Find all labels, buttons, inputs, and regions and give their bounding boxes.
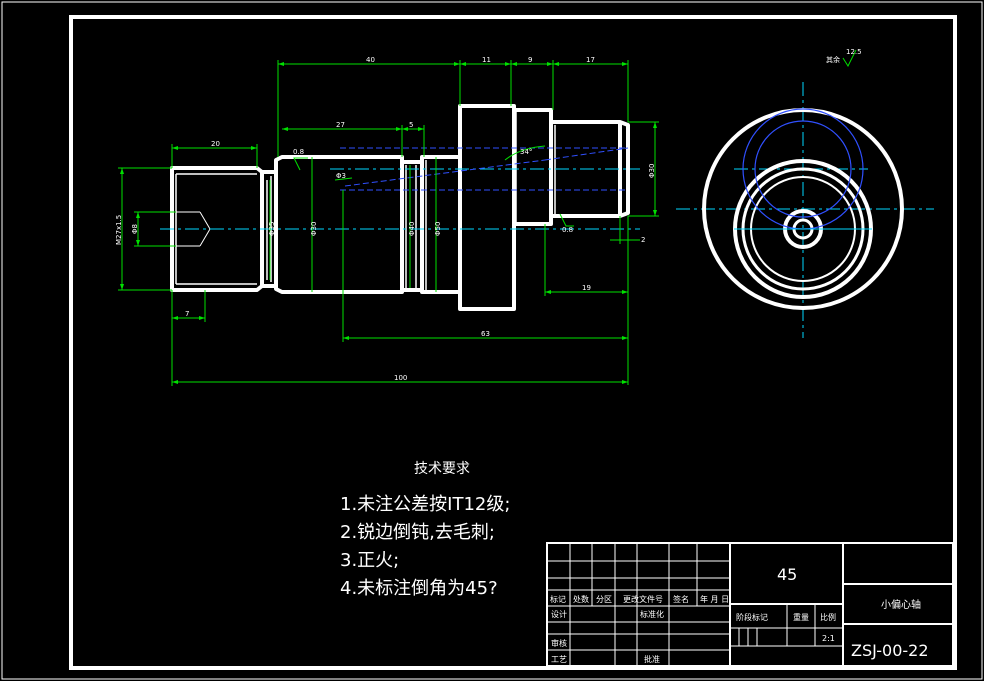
tech-requirements: 技术要求 1.未注公差按IT12级; 2.锐边倒钝,去毛刺; 3.正火; 4.未… xyxy=(340,461,510,599)
scale-value: 2:1 xyxy=(822,634,835,643)
dimension-texts: 40 11 9 17 20 27 5 7 63 100 19 2 M27x1.5… xyxy=(115,48,862,382)
tech-item-3: 3.正火; xyxy=(340,550,399,571)
label-ratio: 比例 xyxy=(820,612,836,622)
surface-value: 12.5 xyxy=(846,48,862,56)
dim-phi30b: Φ30 xyxy=(648,164,656,178)
material: 45 xyxy=(777,565,797,584)
side-eccentric-circle-2 xyxy=(754,120,852,218)
shaft-step xyxy=(514,108,553,226)
hidden-eccentric-lines xyxy=(340,147,629,191)
label-review: 审核 xyxy=(551,638,567,648)
dim-phi40: Φ40 xyxy=(408,222,416,236)
part-name: 小偏心轴 xyxy=(881,598,921,611)
dim-7: 7 xyxy=(185,310,189,318)
thread-inner-lines xyxy=(175,112,556,290)
side-outer-circle xyxy=(702,108,904,310)
tech-item-1: 1.未注公差按IT12级; xyxy=(340,494,510,515)
drawing-frame xyxy=(69,15,957,670)
dim-17: 17 xyxy=(586,56,595,64)
title-block xyxy=(546,542,954,667)
dim-phi3: Φ3 xyxy=(336,172,346,180)
label-approve: 批准 xyxy=(644,654,660,664)
dim-20: 20 xyxy=(211,140,220,148)
label-change-doc: 更改文件号 xyxy=(623,594,663,604)
dim-phi8: Φ8 xyxy=(131,224,139,234)
shaft-collar xyxy=(458,104,516,311)
label-design: 设计 xyxy=(551,609,567,619)
dim-2: 2 xyxy=(641,236,645,244)
drawing-number: ZSJ-00-22 xyxy=(851,641,929,660)
tech-item-4: 4.未标注倒角为45? xyxy=(340,578,498,599)
shaft-eccentric-end xyxy=(551,120,630,218)
dim-phi35: Φ35 xyxy=(268,222,276,236)
label-date: 年 月 日 xyxy=(700,594,729,604)
dim-phi30: Φ30 xyxy=(310,222,318,236)
surface-other-label: 其余 xyxy=(826,55,840,64)
roughness-08: 0.8 xyxy=(293,148,304,156)
label-count: 处数 xyxy=(573,594,589,604)
dim-thread: M27x1.5 xyxy=(115,215,123,245)
dim-27: 27 xyxy=(336,121,345,129)
dim-5: 5 xyxy=(409,121,413,129)
dim-63: 63 xyxy=(481,330,490,338)
label-zone: 分区 xyxy=(596,595,612,604)
dim-40: 40 xyxy=(366,56,375,64)
label-sign: 签名 xyxy=(673,594,689,604)
label-weight: 重量 xyxy=(793,612,809,622)
dim-11: 11 xyxy=(482,56,491,64)
dim-100: 100 xyxy=(394,374,407,382)
title-block-texts: 45 小偏心轴 ZSJ-00-22 2:1 标记 处数 分区 更改文件号 签名 … xyxy=(550,565,929,664)
tech-title: 技术要求 xyxy=(414,461,470,477)
label-stage: 阶段标记 xyxy=(736,612,768,622)
dim-phi50: Φ50 xyxy=(434,222,442,236)
dimension-lines xyxy=(118,49,857,386)
label-standardize: 标准化 xyxy=(640,609,664,619)
dim-angle: 34° xyxy=(520,148,532,156)
label-process: 工艺 xyxy=(551,655,567,664)
dim-9: 9 xyxy=(528,56,532,64)
dim-19: 19 xyxy=(582,284,591,292)
shaft-front-view xyxy=(170,104,630,311)
roughness-08b: 0.8 xyxy=(562,226,573,234)
tech-item-2: 2.锐边倒钝,去毛刺; xyxy=(340,522,495,543)
dimension-arrows xyxy=(120,62,657,384)
label-mark: 标记 xyxy=(550,594,566,604)
